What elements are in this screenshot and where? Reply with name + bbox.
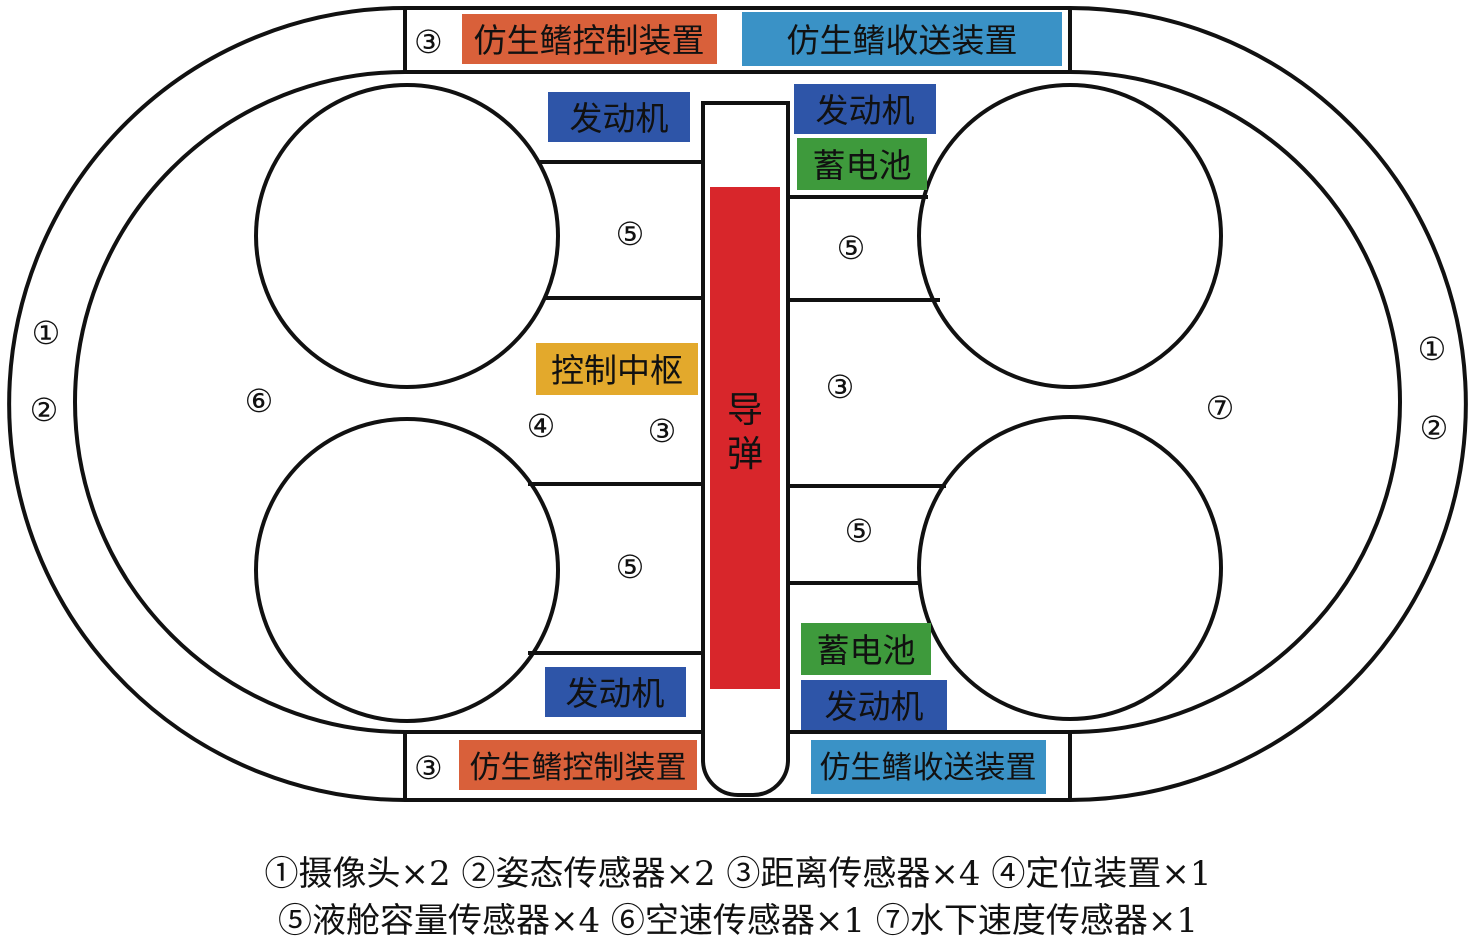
top-fin-transport-label: 仿生鳍收送装置 — [787, 21, 1018, 60]
control-center-box — [536, 343, 698, 395]
tank-top-right — [917, 83, 1223, 389]
sensor-4: ④ — [527, 407, 556, 445]
engine-top-right-box — [794, 84, 936, 134]
bottom-fin-transport-label: 仿生鳍收送装置 — [820, 750, 1037, 786]
bottom-fin-transport-box — [811, 740, 1046, 794]
sensor-3-right: ③ — [826, 368, 855, 406]
engine-bottom-right-label: 发动机 — [825, 687, 924, 726]
top-fin-transport-box — [742, 12, 1062, 66]
engine-bottom-left-label: 发动机 — [566, 674, 665, 713]
sensor-5-bottom-right: ⑤ — [845, 512, 874, 550]
sensor-7: ⑦ — [1206, 389, 1235, 427]
bottom-fin-control-box — [459, 740, 697, 790]
missile-label-2: 弹 — [727, 434, 763, 475]
engine-top-left-box — [548, 92, 690, 142]
battery-top-label: 蓄电池 — [813, 146, 912, 185]
sensor-2-right: ② — [1420, 409, 1449, 447]
bottom-fin-control-number: ③ — [414, 749, 443, 787]
engine-top-right-label: 发动机 — [816, 91, 915, 130]
sensor-3-left: ③ — [648, 412, 677, 450]
top-fin-control-label: 仿生鳍控制装置 — [474, 21, 705, 60]
sensor-1-left: ① — [32, 314, 61, 352]
missile-label-1: 导 — [727, 390, 763, 431]
bottom-fin-control-label: 仿生鳍控制装置 — [470, 750, 687, 786]
tank-bottom-right — [917, 415, 1223, 721]
sensor-2-left: ② — [30, 391, 59, 429]
top-fin-control-number: ③ — [414, 23, 443, 61]
battery-top-box — [797, 138, 927, 190]
control-center-label: 控制中枢 — [551, 351, 683, 390]
legend-line-2: ⑤液舱容量传感器×4 ⑥空速传感器×1 ⑦水下速度传感器×1 — [278, 901, 1198, 941]
sensor-5-top-left: ⑤ — [616, 215, 645, 253]
sensor-5-top-right: ⑤ — [837, 229, 866, 267]
top-fin-control-box — [462, 14, 717, 64]
battery-bottom-label: 蓄电池 — [817, 631, 916, 670]
battery-bottom-box — [801, 623, 931, 675]
engine-bottom-left-box — [545, 667, 686, 717]
engine-top-left-label: 发动机 — [570, 99, 669, 138]
sensor-1-right: ① — [1418, 330, 1447, 368]
sensor-6: ⑥ — [245, 382, 274, 420]
tank-bottom-left — [254, 417, 560, 723]
legend-line-1: ①摄像头×2 ②姿态传感器×2 ③距离传感器×4 ④定位装置×1 — [264, 854, 1212, 894]
sensor-5-bottom-left: ⑤ — [616, 548, 645, 586]
engine-bottom-right-box — [801, 680, 947, 730]
missile-body — [710, 187, 780, 689]
tank-top-left — [254, 83, 560, 389]
